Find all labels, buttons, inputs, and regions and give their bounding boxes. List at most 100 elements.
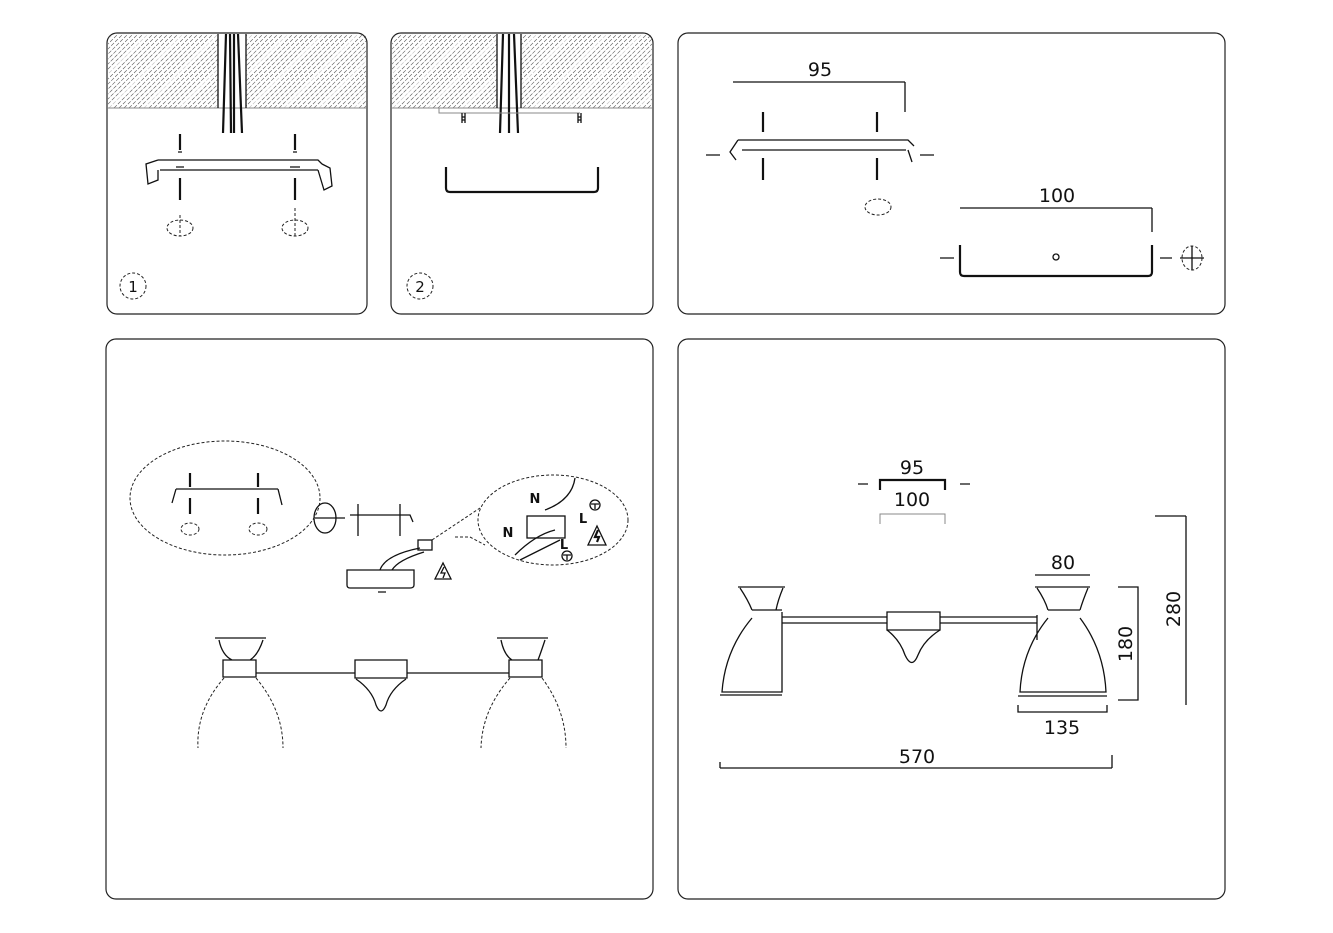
hatch-line	[392, 34, 468, 108]
hatch-line	[108, 34, 144, 70]
hatch-line	[133, 34, 209, 108]
hatch-line	[417, 34, 493, 108]
wiring-detail-callout	[477, 474, 629, 566]
lamp-illustration	[720, 586, 1107, 697]
mounting-bracket	[315, 504, 414, 536]
hatch-line	[612, 68, 652, 108]
hatch-line	[522, 34, 598, 108]
step-number-badge	[406, 272, 434, 300]
hatch-line	[532, 34, 608, 108]
dimension-plate-width: 100	[1039, 185, 1075, 207]
hatch-line	[622, 78, 652, 108]
canopy	[346, 569, 415, 589]
dimension-plate-width: 100	[894, 489, 930, 511]
mounting-bracket	[171, 488, 283, 506]
terminal-block-icon	[417, 539, 433, 551]
dowel-icon	[166, 208, 309, 237]
hatch-line	[422, 34, 498, 108]
hatch-line	[108, 34, 159, 85]
hatch-line	[243, 34, 319, 108]
panel-step-1	[106, 32, 368, 315]
dimension-shade-top: 80	[1051, 552, 1075, 574]
hatch-line	[392, 34, 458, 100]
hatch-line	[647, 103, 652, 108]
hatch-line	[557, 34, 633, 108]
hatch-line	[348, 90, 366, 108]
hatch-line	[517, 34, 593, 108]
hatch-line	[318, 60, 366, 108]
hatch-line	[333, 75, 366, 108]
hatch-line	[293, 35, 366, 108]
hatch-line	[392, 34, 443, 85]
hatch-line	[323, 65, 366, 108]
neutral-label: N	[530, 492, 541, 507]
canopy-bracket	[958, 245, 1154, 278]
hatch-line	[108, 34, 184, 108]
warning-triangle-icon	[586, 524, 608, 546]
hatch-line	[253, 34, 329, 108]
hatch-line	[597, 53, 652, 108]
earth-icon	[561, 550, 573, 562]
hatch-line	[432, 34, 508, 108]
dowel-icon	[864, 198, 892, 216]
hatch-line	[392, 34, 423, 65]
hatch-line	[577, 34, 652, 108]
hatch-line	[118, 34, 194, 108]
hatch-line	[143, 34, 219, 108]
hatch-line	[328, 70, 366, 108]
mounting-bracket	[145, 159, 333, 191]
hatch-line	[602, 58, 652, 108]
hatch-line	[397, 34, 473, 108]
hatch-line	[258, 34, 334, 108]
hatch-line	[313, 55, 366, 108]
hatch-line	[392, 34, 463, 105]
hatch-line	[283, 34, 359, 108]
lamp-illustration	[197, 637, 567, 749]
hatch-line	[128, 34, 204, 108]
dimension-shade-diameter: 135	[1044, 717, 1080, 739]
hatch-line	[427, 34, 503, 108]
hatch-line	[542, 34, 618, 108]
step-number-badge	[119, 272, 147, 300]
hatch-line	[437, 34, 513, 108]
hatch-line	[278, 34, 354, 108]
hatch-line	[108, 34, 129, 55]
hatch-line	[592, 48, 652, 108]
hatch-line	[392, 34, 428, 70]
hatch-line	[268, 34, 344, 108]
step-number: 1	[128, 278, 138, 296]
hatch-line	[392, 34, 393, 35]
hatch-line	[392, 34, 418, 60]
mounting-plate	[438, 108, 580, 114]
panel-bracket-dimensions	[677, 32, 1226, 315]
hatch-line	[138, 34, 214, 108]
mounting-bracket	[706, 139, 934, 163]
hatch-line	[402, 34, 478, 108]
hatch-line	[108, 34, 114, 40]
ceiling-hatch	[392, 34, 652, 108]
panel-wiring	[105, 338, 654, 900]
hatch-line	[617, 73, 652, 108]
hatch-line	[457, 34, 533, 108]
screw-icon	[461, 113, 582, 123]
hatch-line	[392, 34, 398, 40]
screw-icon	[188, 473, 260, 514]
panel-product-dimensions	[677, 338, 1226, 900]
hatch-line	[153, 34, 229, 108]
warning-triangle-icon	[433, 561, 453, 580]
cable-icon	[378, 547, 425, 593]
earth-icon	[589, 499, 601, 511]
hatch-line	[108, 34, 174, 100]
hatch-line	[238, 34, 314, 108]
hatch-line	[607, 63, 652, 108]
terminal-block-icon	[526, 515, 566, 539]
hatch-line	[642, 98, 652, 108]
hatch-line	[392, 34, 438, 80]
hatch-line	[527, 34, 603, 108]
cable-icon	[498, 33, 520, 134]
hatch-line	[263, 34, 339, 108]
neutral-label: N	[503, 526, 514, 541]
hatch-line	[512, 34, 588, 108]
hatch-line	[392, 34, 433, 75]
